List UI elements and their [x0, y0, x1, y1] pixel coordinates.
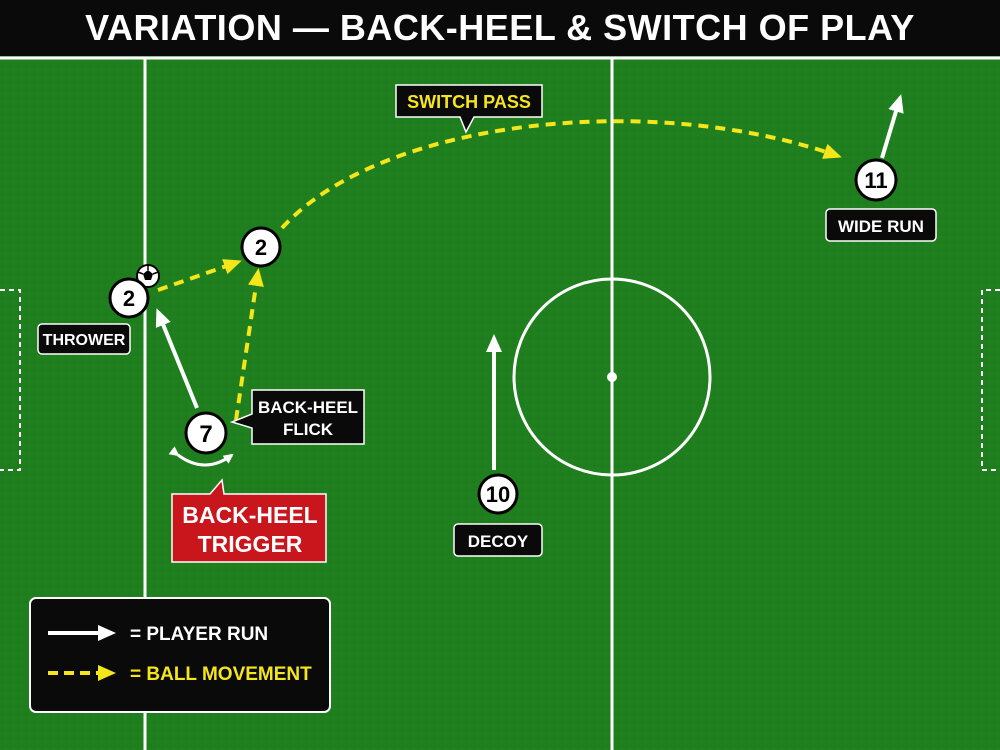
wide-run-label: WIDE RUN	[825, 208, 937, 242]
center-circle	[512, 277, 712, 477]
title-bar: VARIATION — BACK-HEEL & SWITCH OF PLAY	[0, 0, 1000, 56]
player-number: 2	[123, 286, 135, 311]
player-run-arrow-7	[155, 308, 199, 409]
soccer-ball-icon	[136, 264, 160, 288]
svg-text:FLICK: FLICK	[283, 420, 334, 439]
goal-left	[0, 289, 21, 471]
page-title: VARIATION — BACK-HEEL & SWITCH OF PLAY	[85, 7, 915, 48]
player-2-receiver[interactable]: 2	[240, 226, 282, 268]
player-number: 7	[199, 421, 212, 448]
svg-text:BACK-HEEL: BACK-HEEL	[258, 398, 358, 417]
svg-text:TRIGGER: TRIGGER	[198, 531, 303, 557]
ball-movement-switch-pass	[280, 119, 842, 230]
player-number: 10	[486, 482, 510, 507]
switch-pass-label: SWITCH PASS	[395, 84, 543, 134]
svg-text:BACK-HEEL: BACK-HEEL	[182, 502, 317, 528]
back-heel-flick-label: BACK-HEEL FLICK	[229, 389, 365, 445]
svg-text:SWITCH PASS: SWITCH PASS	[407, 92, 531, 112]
svg-text:WIDE RUN: WIDE RUN	[838, 217, 924, 236]
pitch-markings	[0, 56, 1000, 750]
svg-text:DECOY: DECOY	[468, 532, 529, 551]
legend-player-run-label: = PLAYER RUN	[130, 624, 268, 645]
back-heel-swivel-arrow	[168, 446, 234, 467]
player-number: 11	[864, 168, 887, 193]
player-11-wide-run[interactable]: 11	[854, 158, 898, 202]
player-7-back-heel[interactable]: 7	[184, 411, 228, 455]
player-number: 2	[255, 235, 267, 260]
player-2-thrower[interactable]: 2	[108, 277, 150, 319]
legend: = PLAYER RUN = BALL MOVEMENT	[29, 597, 331, 713]
player-10-decoy[interactable]: 10	[477, 473, 519, 515]
ball-movement-throw	[157, 259, 242, 292]
legend-ball-movement-label: = BALL MOVEMENT	[130, 664, 312, 685]
center-spot	[607, 372, 617, 382]
svg-text:THROWER: THROWER	[43, 332, 126, 349]
back-heel-trigger-label: BACK-HEEL TRIGGER	[171, 478, 327, 563]
thrower-label: THROWER	[37, 323, 131, 355]
decoy-label: DECOY	[453, 523, 543, 557]
player-run-arrow-11	[880, 94, 904, 159]
ball-movement-flick	[234, 268, 264, 421]
goal-right	[981, 289, 1000, 471]
